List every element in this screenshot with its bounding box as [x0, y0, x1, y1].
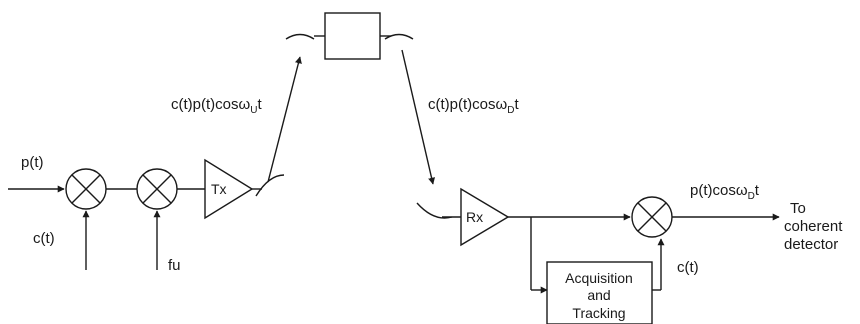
svg-text:detector: detector [784, 236, 838, 253]
receiver-amplifier: Rx [460, 187, 510, 247]
svg-text:Acquisition: Acquisition [565, 270, 633, 286]
svg-text:Rx: Rx [466, 209, 483, 225]
tx-antenna-icon [255, 174, 285, 197]
svg-text:and: and [587, 287, 610, 303]
satellite-rx-antenna-icon [285, 33, 315, 40]
acquisition-tracking-block: Acquisition and Tracking [546, 261, 653, 324]
uplink-path-line [267, 56, 302, 183]
upconvert-mixer [136, 168, 178, 210]
svg-text:To: To [790, 200, 806, 217]
output-label: To coherent detector [784, 200, 843, 253]
spreading-mixer [65, 168, 107, 210]
svg-text:Tracking: Tracking [572, 305, 625, 321]
code-tx-label: c(t) [33, 230, 55, 247]
svg-text:coherent: coherent [784, 218, 843, 235]
code-rx-label: c(t) [677, 259, 699, 276]
despreading-mixer [631, 196, 673, 238]
svg-text:Tx: Tx [211, 181, 227, 197]
uplink-freq-label: fu [168, 257, 181, 274]
rx-antenna-icon [416, 202, 453, 219]
despread-signal-label: p(t)cosωDt [690, 182, 760, 202]
downlink-path-line [401, 49, 435, 185]
baseband-input-label: p(t) [21, 154, 44, 171]
uplink-signal-label: c(t)p(t)cosωUt [171, 96, 262, 116]
transmitter-amplifier: Tx [204, 158, 254, 220]
satellite-tx-antenna-icon [384, 33, 414, 40]
satellite-transponder-box [324, 12, 381, 60]
downlink-signal-label: c(t)p(t)cosωDt [428, 96, 519, 116]
